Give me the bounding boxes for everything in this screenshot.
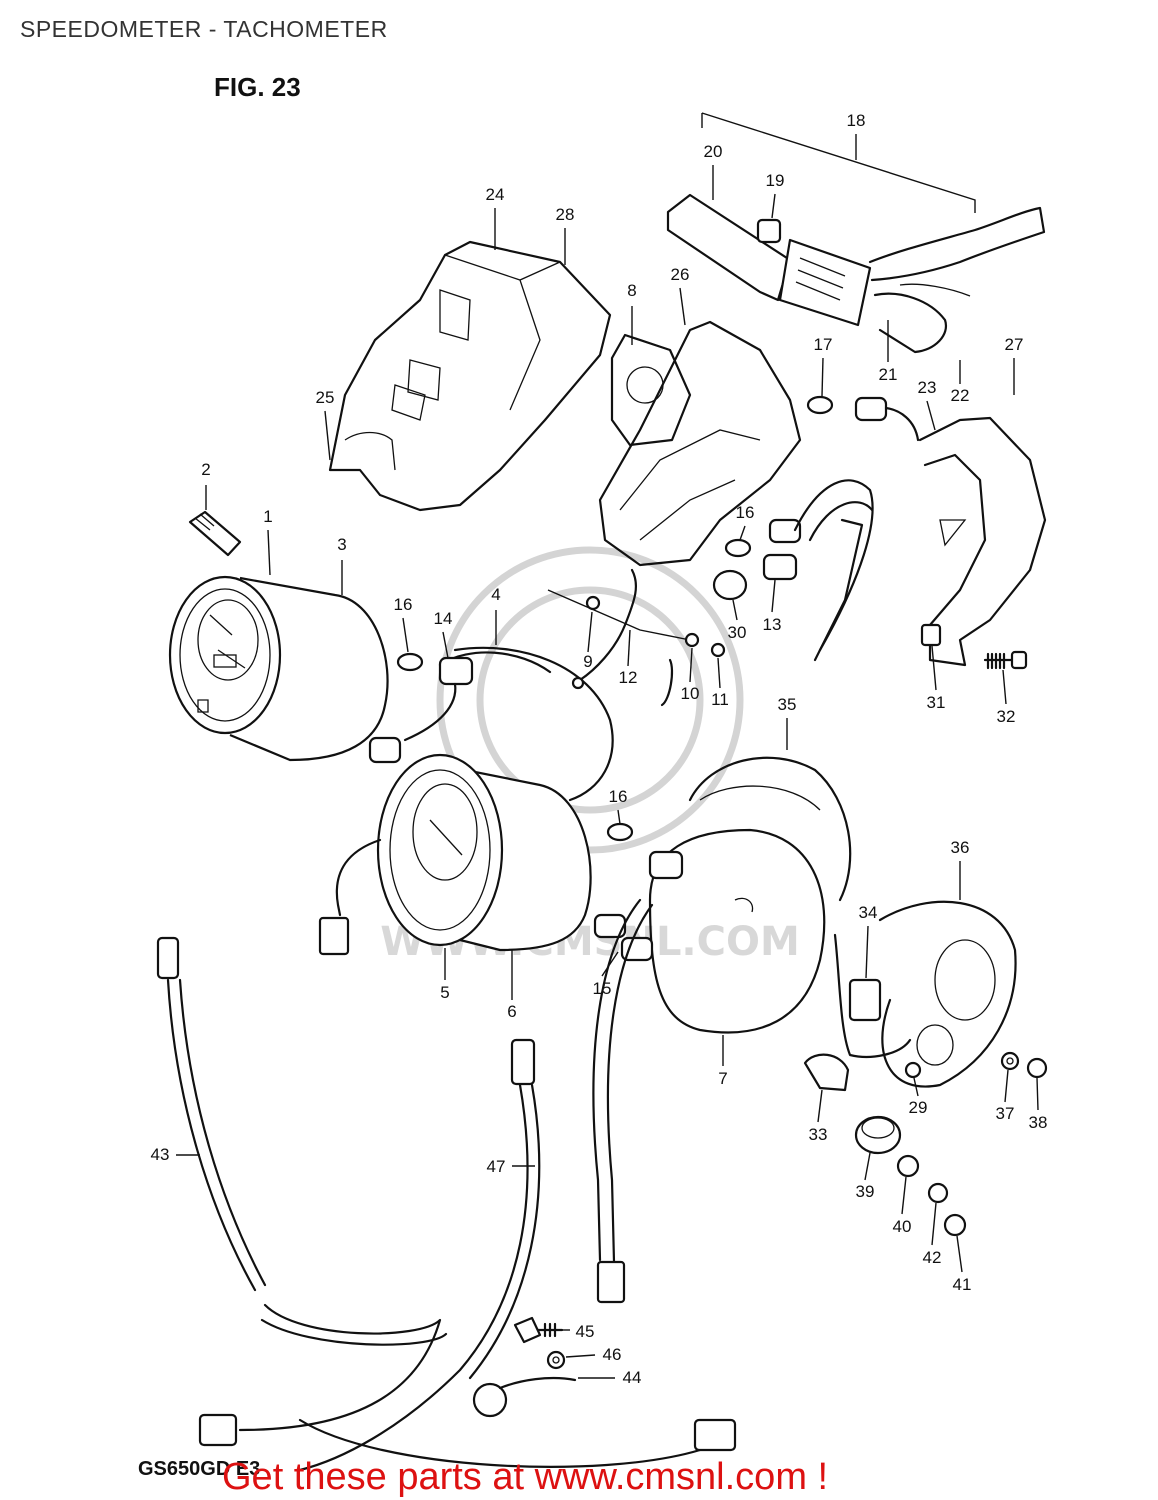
callout-7: 7: [718, 1069, 727, 1088]
callout-15: 15: [593, 979, 612, 998]
indicator-bulbs-and-sockets: [712, 395, 920, 662]
callout-34: 34: [859, 903, 878, 922]
callout-18: 18: [847, 111, 866, 130]
callout-23: 23: [918, 378, 937, 397]
callout-3: 3: [337, 535, 346, 554]
callout-45: 45: [576, 1322, 595, 1341]
callout-16-speedo: 16: [394, 595, 413, 614]
callout-41: 41: [953, 1275, 972, 1294]
grommet-washers-nuts: [854, 1051, 1048, 1237]
callout-19: 19: [766, 171, 785, 190]
callout-10: 10: [681, 684, 700, 703]
callout-labels: 1 2 3 4 5 6 7 8 9 10 11 12 13 14 15 16 1…: [151, 111, 1048, 1387]
callout-13: 13: [763, 615, 782, 634]
callout-9: 9: [583, 652, 592, 671]
callout-21: 21: [879, 365, 898, 384]
figure-label: FIG. 23: [214, 72, 301, 102]
callout-38: 38: [1029, 1113, 1048, 1132]
callout-25: 25: [316, 388, 335, 407]
page-title: SPEEDOMETER - TACHOMETER: [20, 16, 388, 42]
callout-5: 5: [440, 983, 449, 1002]
callout-46: 46: [603, 1345, 622, 1364]
callout-43: 43: [151, 1145, 170, 1164]
callout-24: 24: [486, 185, 505, 204]
callout-29: 29: [909, 1098, 928, 1117]
callout-16-bracket: 16: [736, 503, 755, 522]
callout-31: 31: [927, 693, 946, 712]
callout-47: 47: [487, 1157, 506, 1176]
tachometer: [318, 753, 592, 956]
speedometer: [168, 575, 389, 762]
callout-40: 40: [893, 1217, 912, 1236]
meter-bracket: [918, 416, 1047, 670]
callout-2: 2: [201, 460, 210, 479]
bolt-washer-clip: [472, 1316, 577, 1418]
model-code: GS650GD E3: [138, 1458, 261, 1480]
drive-nut: [188, 510, 242, 557]
callout-39: 39: [856, 1182, 875, 1201]
rear-cap-and-switch: [803, 900, 1017, 1092]
speedometer-lower-case: [368, 646, 614, 802]
callout-26: 26: [671, 265, 690, 284]
meter-upper-cover: [328, 240, 612, 512]
callout-11: 11: [711, 690, 729, 709]
callout-32: 32: [997, 707, 1016, 726]
callout-36: 36: [951, 838, 970, 857]
callout-33: 33: [809, 1125, 828, 1144]
callout-8: 8: [627, 281, 636, 300]
callout-22: 22: [951, 386, 970, 405]
meter-cables: [156, 936, 737, 1472]
callout-27: 27: [1005, 335, 1024, 354]
callout-14: 14: [434, 609, 453, 628]
callout-17: 17: [814, 335, 833, 354]
callout-12: 12: [619, 668, 638, 687]
callout-37: 37: [996, 1104, 1015, 1123]
wiring-connector-assembly: [666, 193, 1046, 354]
callout-4: 4: [491, 585, 500, 604]
callout-42: 42: [923, 1248, 942, 1267]
callout-16-tacho: 16: [609, 787, 628, 806]
tachometer-cover: [592, 756, 852, 1304]
footer-link[interactable]: Get these parts at www.cmsnl.com !: [222, 1456, 829, 1498]
callout-20: 20: [704, 142, 723, 161]
callout-28: 28: [556, 205, 575, 224]
callout-30: 30: [728, 623, 747, 642]
callout-35: 35: [778, 695, 797, 714]
callout-44: 44: [623, 1368, 642, 1387]
callout-6: 6: [507, 1002, 516, 1021]
callout-1: 1: [263, 507, 272, 526]
harness-clamp-and-nuts: [547, 568, 726, 707]
